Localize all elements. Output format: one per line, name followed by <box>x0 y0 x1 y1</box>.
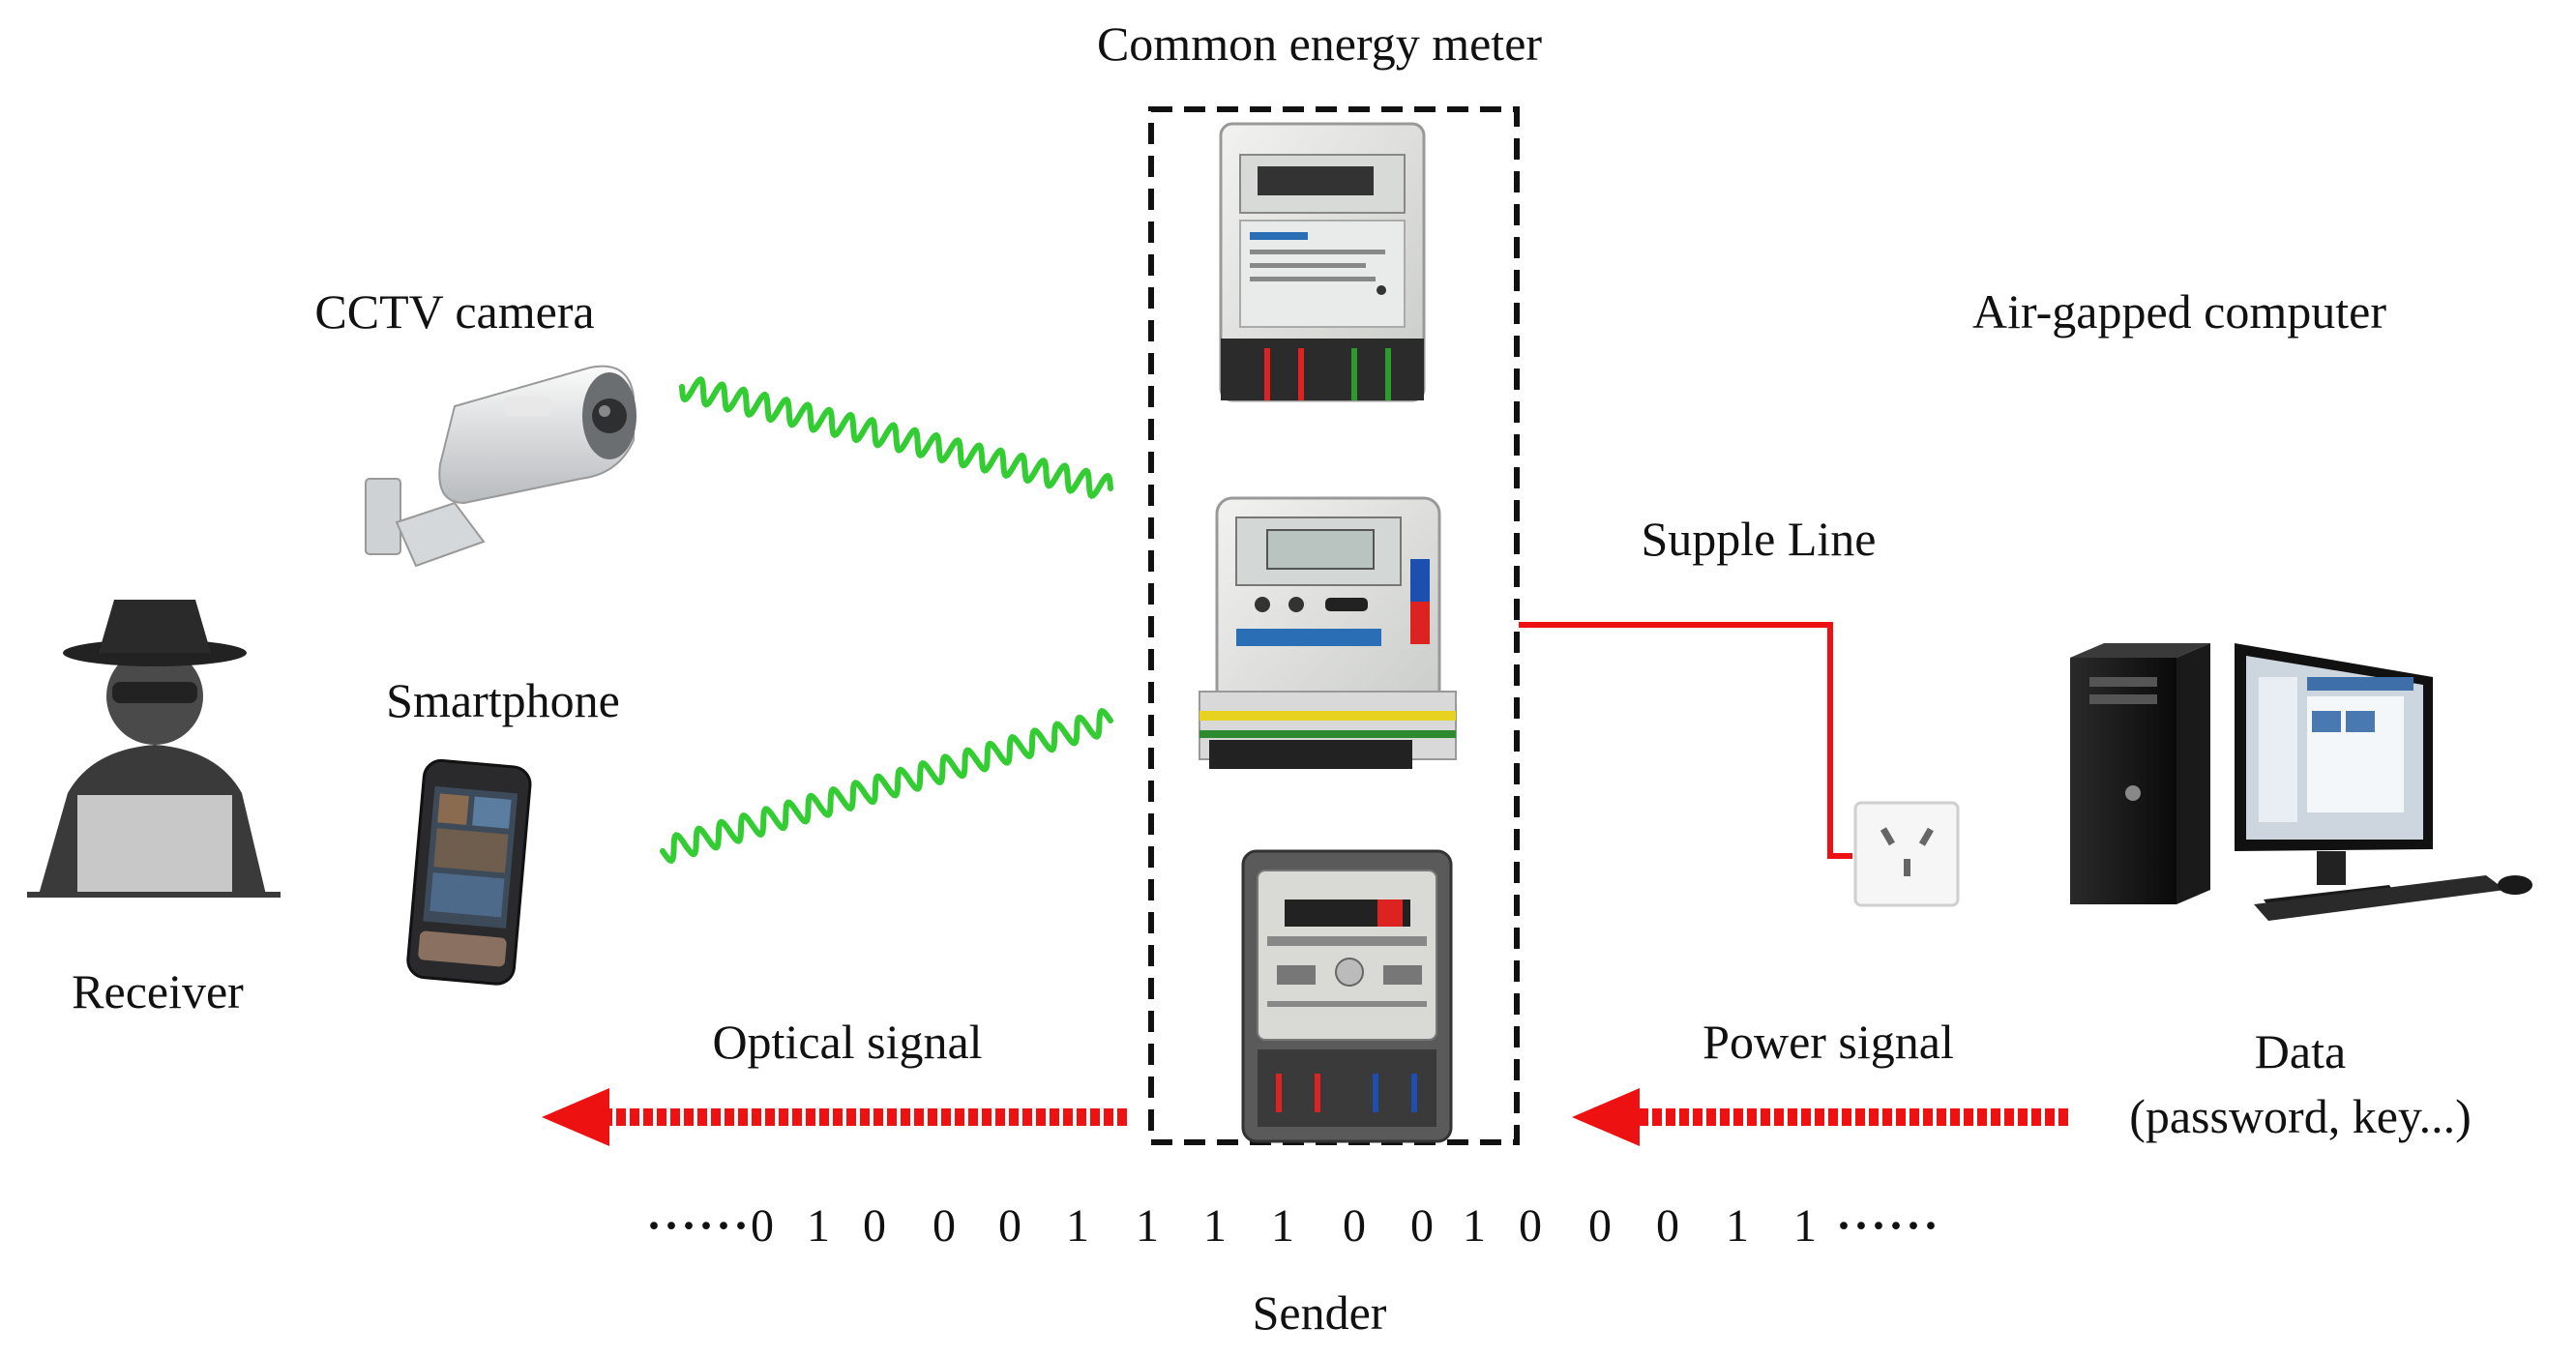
supply-line-label: Supple Line <box>1641 512 1877 566</box>
bit: 0 <box>1656 1200 1679 1252</box>
supply-line-wire <box>1519 622 1852 859</box>
bit: 1 <box>1463 1200 1486 1252</box>
bit: 1 <box>1726 1200 1749 1252</box>
bit: 0 <box>1410 1200 1434 1252</box>
power-signal-arrow <box>1572 1088 2068 1146</box>
bit: 0 <box>933 1200 956 1252</box>
bit: 0 <box>1588 1200 1612 1252</box>
optical-wave-to-camera <box>679 376 1113 499</box>
optical-wave-to-smartphone <box>660 708 1113 864</box>
hacker-icon <box>27 600 281 898</box>
bit: 1 <box>1271 1200 1294 1252</box>
desktop-computer-icon <box>2070 643 2532 921</box>
cctv-label: CCTV camera <box>314 284 595 339</box>
bit: 1 <box>1203 1200 1227 1252</box>
smartphone-icon <box>406 758 532 986</box>
bit: 0 <box>863 1200 886 1252</box>
energy-meter-icon <box>1241 849 1453 1143</box>
air-gapped-label: Air-gapped computer <box>1971 284 2387 339</box>
data-detail-label: (password, key...) <box>2129 1089 2472 1143</box>
wall-socket-icon <box>1853 801 1960 907</box>
bitstream-lead: ······ <box>646 1200 752 1252</box>
meter-title: Common energy meter <box>1096 16 1543 71</box>
bitstream: ······ 0 1 0 0 0 1 1 1 1 0 0 1 0 0 0 1 1… <box>637 1199 1971 1267</box>
power-signal-label: Power signal <box>1703 1015 1954 1069</box>
optical-signal-label: Optical signal <box>712 1015 983 1069</box>
bit: 0 <box>751 1200 774 1252</box>
receiver-label: Receiver <box>72 964 244 1018</box>
bit: 1 <box>807 1200 830 1252</box>
energy-meter-icon <box>1199 496 1457 769</box>
smartphone-label: Smartphone <box>386 673 620 727</box>
cctv-camera-icon <box>365 365 637 568</box>
bit: 0 <box>1343 1200 1366 1252</box>
bit: 1 <box>1136 1200 1159 1252</box>
sender-label: Sender <box>1252 1285 1387 1340</box>
bit: 0 <box>998 1200 1022 1252</box>
bit: 1 <box>1793 1200 1817 1252</box>
bit: 1 <box>1066 1200 1089 1252</box>
energy-meter-icon <box>1219 122 1426 402</box>
optical-signal-arrow <box>542 1088 1127 1146</box>
data-label: Data <box>2254 1024 2347 1078</box>
bitstream-trail: ······ <box>1836 1200 1941 1252</box>
bit: 0 <box>1519 1200 1542 1252</box>
